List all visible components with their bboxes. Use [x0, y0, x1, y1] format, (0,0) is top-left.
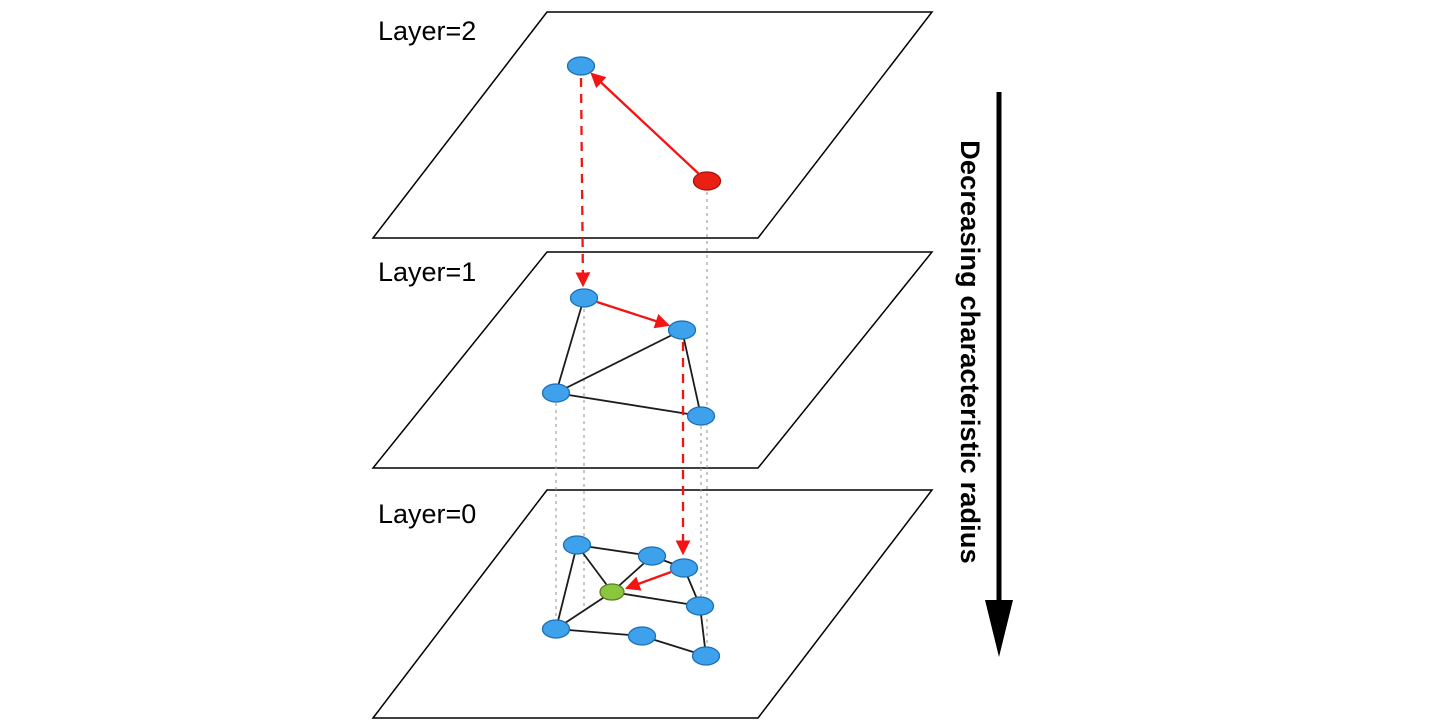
radius-axis: Decreasing characteristic radius [955, 92, 1013, 657]
graph-node-blue [569, 288, 599, 308]
graph-node-blue [637, 546, 667, 566]
graph-edge [611, 591, 701, 607]
graph-edge [555, 628, 643, 637]
layer0-label: Layer=0 [378, 499, 476, 529]
layer1-plane [371, 251, 934, 469]
search-step-arrow [624, 570, 672, 591]
graph-node-blue [627, 626, 657, 646]
down-arrow-head-icon [985, 600, 1013, 657]
graph-node-blue [541, 383, 571, 403]
graph-node-red [692, 171, 722, 191]
radius-axis-label: Decreasing characteristic radius [955, 140, 985, 564]
graph-edge [555, 329, 683, 394]
graph-node-blue [669, 558, 699, 578]
graph-node-blue [566, 56, 596, 76]
search-path-arrows-group [575, 72, 700, 591]
graph-node-blue [686, 406, 716, 426]
graph-edge [681, 329, 702, 417]
layer-descent-arrow [575, 77, 591, 288]
graph-node-blue [562, 535, 592, 555]
graph-node-blue [541, 619, 571, 639]
graph-edge [555, 544, 578, 630]
layer0-plane [371, 489, 934, 719]
graph-edge [555, 392, 702, 417]
graph-node-blue [667, 320, 697, 340]
layer1-label: Layer=1 [378, 257, 476, 287]
graph-node-green [599, 583, 625, 601]
search-step-arrow [590, 72, 700, 175]
projection-guides-group [555, 192, 708, 648]
layer2-label: Layer=2 [378, 16, 476, 46]
layer2-plane [371, 11, 934, 239]
graph-edge [555, 297, 585, 394]
graph-node-blue [691, 646, 721, 666]
graph-node-blue [685, 596, 715, 616]
search-step-arrow [596, 300, 671, 329]
graph-nodes-group [541, 56, 722, 666]
